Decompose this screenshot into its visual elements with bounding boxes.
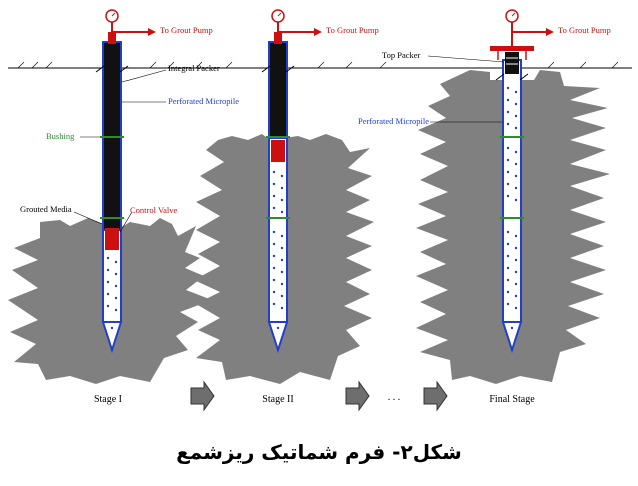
stage-2-label: Stage II — [262, 394, 293, 405]
stage-arrow-3 — [423, 380, 448, 412]
pump-label-final: To Grout Pump — [558, 25, 611, 35]
ellipsis: . . . — [388, 392, 401, 403]
control-valve-label: Control Valve — [130, 205, 178, 215]
control-valve-stage-2 — [271, 140, 285, 162]
top-packer-block — [505, 52, 519, 74]
stage-arrow-2 — [345, 380, 370, 412]
bushing-label: Bushing — [46, 131, 75, 141]
pump-label-stage-2: To Grout Pump — [326, 25, 379, 35]
perforated-micropile-label: Perforated Micropile — [168, 96, 239, 106]
grouted-media-label: Grouted Media — [20, 204, 72, 214]
pump-label-stage-1: To Grout Pump — [160, 25, 213, 35]
final-stage-label: Final Stage — [489, 394, 535, 405]
pile-final-stage — [490, 9, 554, 354]
pile-stage-1 — [95, 9, 156, 354]
perforated-micropile-final-label: Perforated Micropile — [358, 116, 429, 126]
ground-hatching — [17, 61, 619, 69]
figure-caption: شکل۲- فرم شماتیک ریزشمع — [176, 440, 462, 464]
top-packer-label: Top Packer — [382, 50, 421, 60]
integral-packer-label: Integral Packer — [168, 63, 220, 73]
stage-1-label: Stage I — [94, 394, 122, 405]
pile-stage-2 — [261, 9, 322, 354]
leader-lines — [73, 55, 505, 233]
control-valve-stage-1 — [105, 228, 119, 250]
stage-arrow-1 — [190, 380, 215, 412]
